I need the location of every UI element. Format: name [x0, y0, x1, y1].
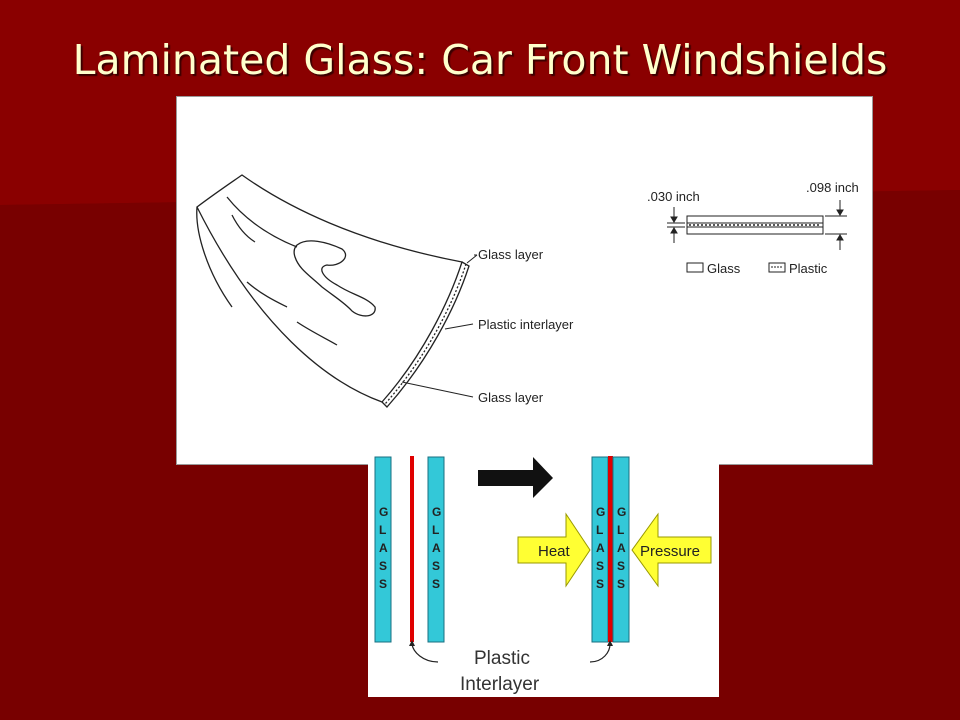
svg-text:S: S — [379, 559, 387, 573]
svg-text:S: S — [617, 559, 625, 573]
interlayer-dimension-label: .030 inch — [647, 189, 700, 204]
interlayer-label-line1: Plastic — [474, 648, 530, 669]
svg-text:A: A — [379, 541, 388, 555]
plastic-interlayer-label: Plastic interlayer — [478, 317, 574, 332]
leader-lines — [401, 254, 478, 398]
svg-text:G: G — [596, 505, 605, 519]
svg-text:L: L — [432, 523, 439, 537]
glass-text-right-1: G L A S S — [596, 505, 605, 591]
cross-section-drawing — [667, 200, 847, 273]
heat-arrow-icon — [517, 512, 591, 588]
svg-text:G: G — [617, 505, 626, 519]
glass-pane-right-2 — [612, 456, 630, 643]
interlayer-label-line2: Interlayer — [460, 674, 540, 695]
legend-glass-label: Glass — [707, 261, 741, 276]
svg-text:A: A — [596, 541, 605, 555]
svg-text:S: S — [596, 577, 604, 591]
heat-label: Heat — [538, 543, 571, 560]
pressure-arrow-icon — [631, 512, 712, 588]
pressure-label: Pressure — [640, 543, 700, 560]
lamination-process-diagram: G L A S S G L A S S G L A — [368, 452, 719, 697]
svg-text:G: G — [432, 505, 441, 519]
svg-text:A: A — [617, 541, 626, 555]
glass-text-left-1: G L A S S — [379, 505, 388, 591]
glass-layer-top-label: Glass layer — [478, 247, 544, 262]
svg-text:S: S — [432, 577, 440, 591]
svg-text:L: L — [596, 523, 603, 537]
glass-text-right-2: G L A S S — [617, 505, 626, 591]
windshield-diagram: Glass layer Plastic interlayer Glass lay… — [176, 96, 873, 465]
svg-text:L: L — [379, 523, 386, 537]
svg-text:G: G — [379, 505, 388, 519]
process-arrow-icon — [478, 457, 553, 498]
windshield-drawing — [196, 174, 470, 408]
plastic-sheet-right — [608, 456, 613, 642]
svg-text:L: L — [617, 523, 624, 537]
pointer-right — [589, 643, 611, 663]
glass-layer-bottom-label: Glass layer — [478, 390, 544, 405]
plastic-sheet-left — [410, 456, 414, 642]
svg-text:A: A — [432, 541, 441, 555]
total-dimension-label: .098 inch — [806, 180, 859, 195]
glass-text-left-2: G L A S S — [432, 505, 441, 591]
page-title: Laminated Glass: Car Front Windshields — [72, 36, 888, 84]
svg-text:S: S — [379, 577, 387, 591]
pointer-left — [411, 643, 439, 663]
glass-pane-left-1 — [374, 456, 392, 643]
legend-plastic-label: Plastic — [789, 261, 828, 276]
svg-text:S: S — [432, 559, 440, 573]
svg-text:S: S — [617, 577, 625, 591]
svg-text:S: S — [596, 559, 604, 573]
glass-pane-left-2 — [427, 456, 445, 643]
